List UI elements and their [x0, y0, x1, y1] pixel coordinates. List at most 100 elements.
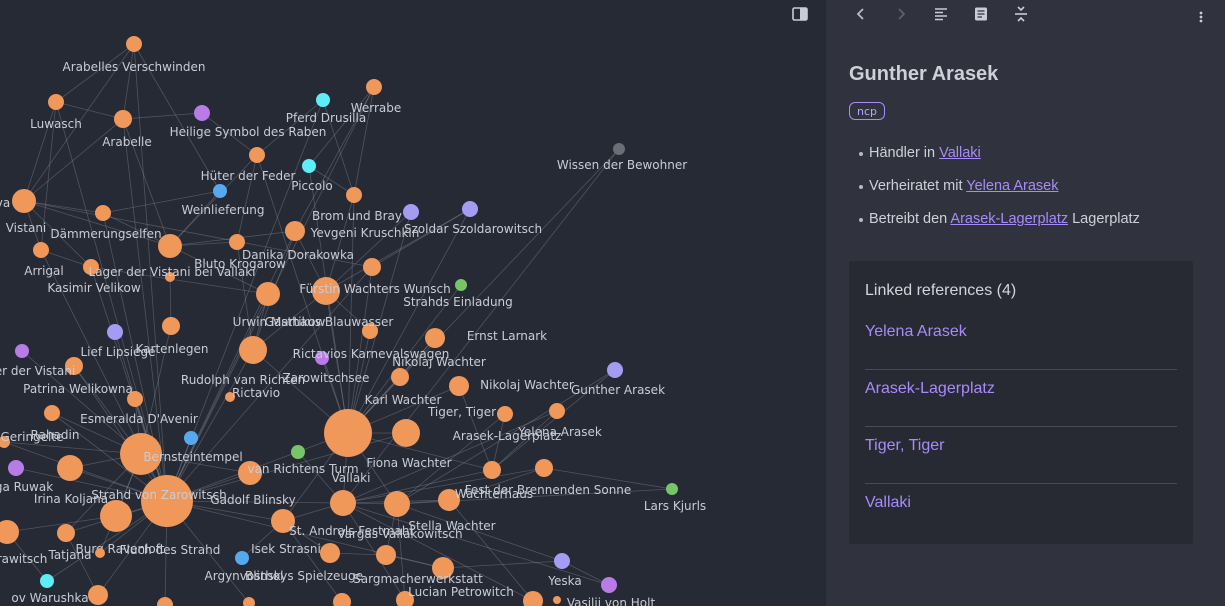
graph-node-circle[interactable]: [114, 110, 132, 128]
graph-node-circle[interactable]: [213, 184, 227, 198]
graph-node[interactable]: Kasimir Velikow: [47, 281, 280, 306]
graph-node[interactable]: van Richtens Turm: [238, 461, 359, 485]
forward-button[interactable]: [890, 4, 912, 24]
graph-node-circle[interactable]: [256, 282, 280, 306]
reference-item[interactable]: Vallaki: [865, 484, 1177, 541]
graph-node-circle[interactable]: [48, 94, 64, 110]
graph-node-circle[interactable]: [0, 436, 10, 448]
graph-node-circle[interactable]: [376, 545, 396, 565]
graph-node[interactable]: Arasek-Lagerplatz: [453, 429, 562, 479]
graph-node-circle[interactable]: [40, 574, 54, 588]
graph-node[interactable]: Kartenlegen: [107, 324, 208, 356]
graph-node-circle[interactable]: [523, 591, 543, 606]
reference-link[interactable]: Vallaki: [865, 494, 911, 511]
graph-node[interactable]: Yeska: [547, 553, 582, 588]
graph-node-circle[interactable]: [235, 551, 249, 565]
graph-node-circle[interactable]: [613, 143, 625, 155]
graph-node[interactable]: er der Vistani: [0, 344, 75, 378]
graph-node[interactable]: Gadolf Blinsky: [210, 493, 296, 533]
graph-node[interactable]: Bernsteintempel: [143, 431, 243, 464]
graph-node-circle[interactable]: [95, 548, 105, 558]
graph-node[interactable]: Stella Wachter: [384, 491, 496, 533]
graph-node-circle[interactable]: [107, 324, 123, 340]
graph-node-circle[interactable]: [366, 79, 382, 95]
graph-node[interactable]: Luwasch: [30, 94, 82, 131]
graph-node[interactable]: Yevgeni Kruschkin: [310, 204, 420, 240]
graph-node[interactable]: Bluto Krogarow: [194, 234, 286, 271]
graph-node-circle[interactable]: [330, 490, 356, 516]
graph-node[interactable]: Patrina Welikowna: [23, 382, 133, 421]
graph-node[interactable]: Lars Kjurls: [644, 483, 706, 513]
sidebar-toggle-button[interactable]: [789, 4, 811, 24]
link-yelena-arasek[interactable]: Yelena Arasek: [966, 178, 1059, 194]
graph-node[interactable]: [249, 147, 265, 163]
graph-node[interactable]: rawitsch: [0, 552, 54, 588]
graph-node-circle[interactable]: [315, 351, 329, 365]
graph-node-circle[interactable]: [535, 459, 553, 477]
graph-node-circle[interactable]: [158, 234, 182, 258]
graph-node-circle[interactable]: [302, 159, 316, 173]
graph-node[interactable]: Fiona Wachter: [324, 409, 452, 470]
graph-node-circle[interactable]: [157, 597, 173, 606]
graph-node-circle[interactable]: [141, 475, 193, 527]
graph-node-circle[interactable]: [225, 392, 235, 402]
graph-node[interactable]: Esmeralda D'Avenir: [80, 412, 198, 475]
graph-node[interactable]: Lager der Vistani bei Vallaki: [89, 265, 256, 282]
graph-node[interactable]: Geringelte: [0, 430, 63, 448]
graph-node[interactable]: Weinlieferung: [95, 203, 264, 221]
graph-node-circle[interactable]: [607, 362, 623, 378]
graph-node-circle[interactable]: [162, 317, 180, 335]
graph-node-circle[interactable]: [497, 406, 513, 422]
graph-node[interactable]: Karl Wachter: [365, 393, 442, 447]
reference-item[interactable]: Tiger, Tiger: [865, 427, 1177, 484]
graph-node[interactable]: Werrabe: [351, 79, 402, 115]
graph-node[interactable]: Fürstin Wachters Wunsch: [299, 277, 451, 305]
graph-node-circle[interactable]: [396, 591, 414, 606]
collapse-button[interactable]: [1010, 4, 1032, 24]
graph-node-circle[interactable]: [333, 593, 351, 606]
graph-node-circle[interactable]: [392, 419, 420, 447]
graph-node-circle[interactable]: [88, 585, 108, 605]
graph-node[interactable]: Heilige Symbol des Raben: [170, 105, 327, 139]
graph-node-circle[interactable]: [271, 509, 295, 533]
graph-node[interactable]: Isek Strasni: [235, 542, 321, 565]
graph-node[interactable]: Fluch des Strahd: [95, 543, 220, 558]
graph-node-circle[interactable]: [666, 483, 678, 495]
graph-node[interactable]: [157, 597, 173, 606]
graph-node[interactable]: Brom und Bray: [312, 187, 402, 223]
graph-node[interactable]: Hüter der Feder: [201, 169, 296, 198]
graph-node-circle[interactable]: [184, 431, 198, 445]
graph-node-circle[interactable]: [127, 391, 143, 407]
graph-node-circle[interactable]: [126, 36, 142, 52]
outline-button[interactable]: [930, 4, 952, 24]
graph-node-circle[interactable]: [324, 409, 372, 457]
graph-node[interactable]: ov Warushka: [11, 585, 108, 605]
graph-node-circle[interactable]: [8, 460, 24, 476]
graph-node-circle[interactable]: [239, 336, 267, 364]
reference-item[interactable]: Arasek-Lagerplatz: [865, 370, 1177, 427]
graph-node-circle[interactable]: [363, 258, 381, 276]
graph-node[interactable]: Urwin Martikow: [233, 315, 326, 364]
graph-node[interactable]: Rahadin: [31, 428, 83, 481]
graph-node-circle[interactable]: [362, 323, 378, 339]
graph-node-circle[interactable]: [462, 201, 478, 217]
graph-node[interactable]: Zarowitschsee: [162, 317, 369, 385]
graph-node[interactable]: Yelena Arasek: [517, 403, 602, 439]
graph-node[interactable]: Arabelle: [102, 110, 152, 149]
graph-node-circle[interactable]: [403, 204, 419, 220]
graph-node-circle[interactable]: [549, 403, 565, 419]
graph-node[interactable]: ga Ruwak: [0, 460, 53, 494]
graph-node[interactable]: Piccolo: [291, 159, 333, 193]
link-arasek-lagerplatz[interactable]: Arasek-Lagerplatz: [950, 211, 1069, 227]
graph-node[interactable]: Szoldar Szoldarowitsch: [404, 201, 542, 236]
graph-node-circle[interactable]: [601, 577, 617, 593]
graph-node[interactable]: Vistani: [6, 221, 49, 258]
graph-node[interactable]: Arabelles Verschwinden: [62, 36, 206, 74]
graph-node[interactable]: [553, 596, 561, 604]
graph-node-circle[interactable]: [554, 553, 570, 569]
graph-node[interactable]: Vallaki: [330, 471, 370, 516]
graph-node[interactable]: Lief Lipsiege: [65, 345, 156, 375]
graph-node[interactable]: Strahds Einladung: [403, 279, 513, 309]
graph-node[interactable]: Rictavios Karnevalswagen: [293, 347, 450, 365]
